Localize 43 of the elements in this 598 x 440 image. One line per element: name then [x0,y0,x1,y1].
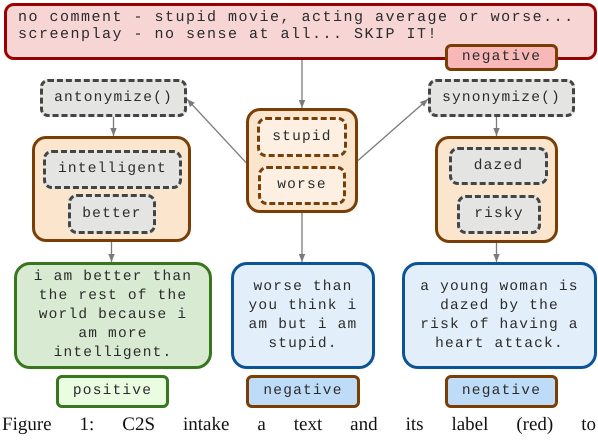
word-text: stupid [272,128,332,146]
arrow [186,98,246,164]
review-text: no comment - stupid movie, acting average or worse... screenplay - no sense at all... SKIP IT! [18,9,576,43]
sentiment-label: positive [72,382,152,401]
sentiment-label: negative [462,382,542,401]
word-text: dazed [474,156,524,176]
generated-text: a young woman is dazed by the risk of having a heart attack. [419,278,580,354]
arrow [493,243,500,262]
word-chip [68,194,156,234]
function-name: antonymize() [54,88,173,108]
word-chip [258,166,346,205]
arrow [358,98,428,161]
function-box [40,79,187,117]
arrow [298,60,306,108]
word-text: better [82,204,142,224]
generated-text-box [14,262,212,369]
word-text: risky [474,205,524,224]
function-box [428,79,575,117]
sentiment-tag [445,375,558,408]
generated-text: i am better than the rest of the world because i am more intelligent. [32,268,194,363]
function-name: synonymize() [442,88,561,108]
sentiment-tag [445,44,558,71]
word-chip [457,195,541,234]
figure-caption: Figure 1: C2S intake a text and its label (red) to [2,413,596,436]
sentiment-label: negative [263,382,343,401]
sentiment-tag [56,375,169,408]
arrow [108,242,115,262]
word-chip [43,150,182,189]
word-group-box [246,108,358,213]
arrow [493,117,500,136]
arrow [298,213,306,262]
word-text: worse [277,176,327,195]
word-group-box [32,136,191,242]
generated-text-box [231,262,375,369]
arrow [110,117,117,136]
word-group-box [435,136,558,243]
word-text: intelligent [58,160,167,179]
generated-text-box [402,262,597,369]
generated-text: worse than you think i am but i am stupid. [248,278,358,354]
sentiment-tag [246,375,360,408]
word-chip [449,147,548,185]
word-chip [257,117,347,157]
sentiment-label: negative [462,48,542,67]
